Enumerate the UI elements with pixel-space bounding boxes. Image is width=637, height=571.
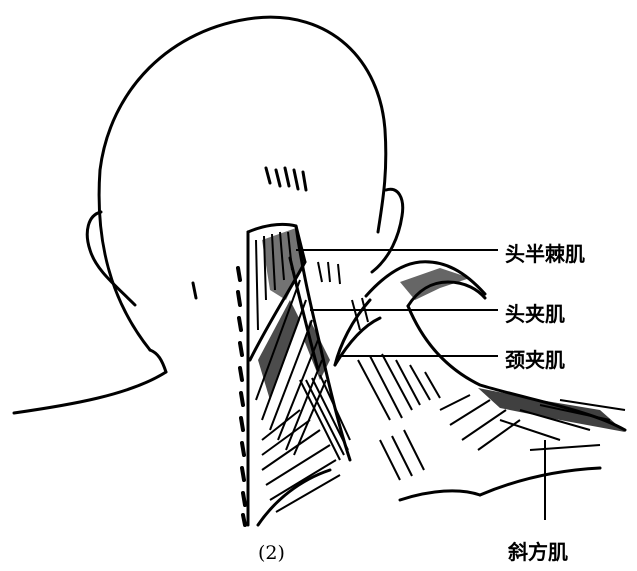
left-ear bbox=[87, 212, 135, 305]
trapezius-muscle bbox=[258, 470, 330, 525]
label-trapezius: 斜方肌 bbox=[508, 536, 568, 565]
right-ear bbox=[372, 189, 403, 272]
spine bbox=[238, 268, 245, 525]
figure-caption: (2) bbox=[258, 542, 285, 564]
label-semispinalis-capitis: 头半棘肌 bbox=[505, 238, 585, 267]
left-shoulder-outline bbox=[14, 372, 166, 413]
head-outline bbox=[99, 17, 386, 350]
label-splenius-cervicis: 颈夹肌 bbox=[505, 344, 565, 373]
label-splenius-capitis: 头夹肌 bbox=[505, 298, 565, 327]
left-jaw bbox=[150, 350, 166, 372]
